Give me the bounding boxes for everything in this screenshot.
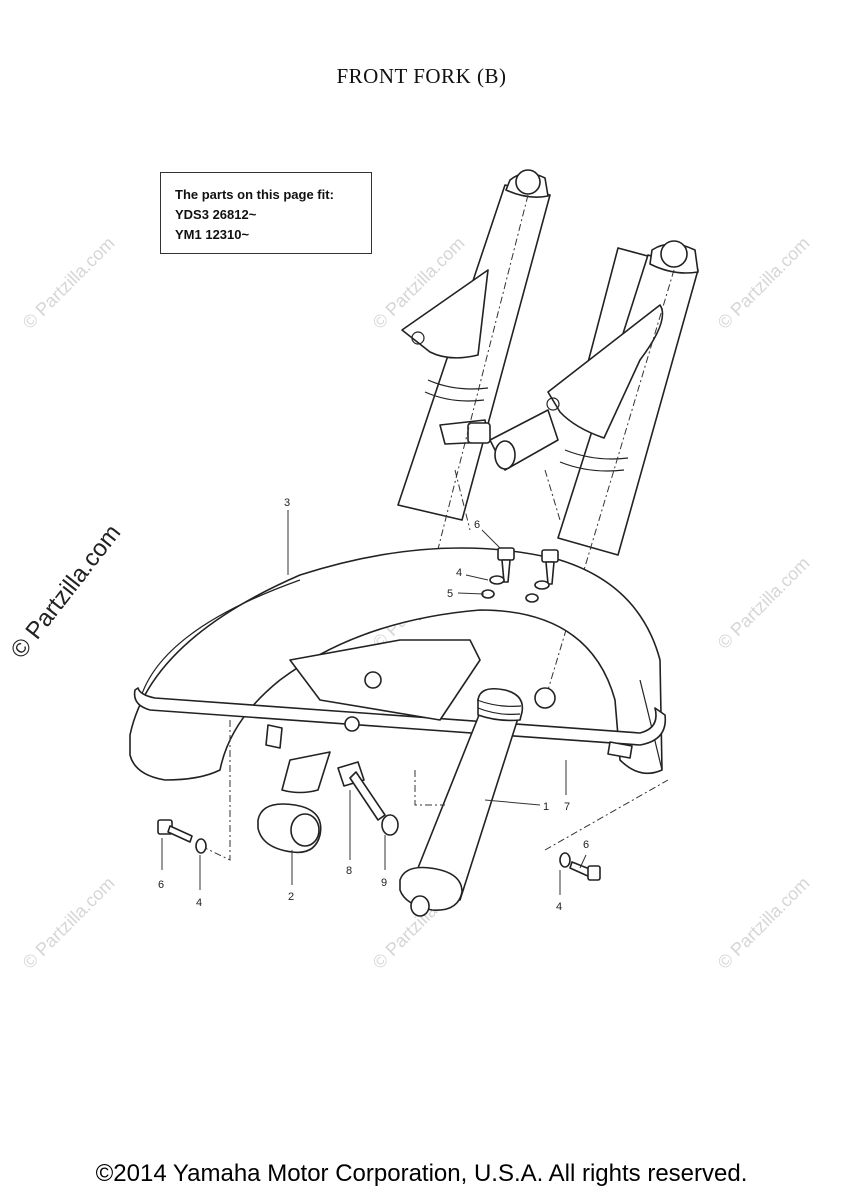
- callout-3: 3: [284, 497, 290, 509]
- callout-1: 1: [543, 801, 549, 813]
- watermark: © Partzilla.com: [19, 233, 119, 333]
- callout-4-right: 4: [556, 901, 562, 913]
- callout-4-top: 4: [456, 567, 462, 579]
- hardware: [157, 547, 601, 881]
- watermark: © Partzilla.com: [714, 553, 814, 653]
- fitment-model-1: YDS3 26812~: [175, 207, 257, 222]
- callout-7: 7: [564, 801, 570, 813]
- callout-9: 9: [381, 877, 387, 889]
- fender-brace: [133, 639, 667, 759]
- watermark: © Partzilla.com: [19, 873, 119, 973]
- callout-6-right: 6: [583, 839, 589, 851]
- front-fender: [129, 547, 663, 781]
- callout-5: 5: [447, 588, 453, 600]
- fitment-box: The parts on this page fit: YDS3 26812~ …: [160, 172, 372, 254]
- callout-labels: 3 6 4 5 1 7 2 8 9 6 4 6 4: [158, 497, 589, 913]
- watermark: © Partzilla.com: [714, 233, 814, 333]
- callout-6-top: 6: [474, 519, 480, 531]
- fitment-heading: The parts on this page fit:: [175, 187, 334, 202]
- fitment-model-2: YM1 12310~: [175, 227, 250, 242]
- copyright-notice: ©2014 Yamaha Motor Corporation, U.S.A. A…: [95, 1160, 748, 1187]
- callout-8: 8: [346, 865, 352, 877]
- watermark: © Partzilla.com: [714, 873, 814, 973]
- callout-2: 2: [288, 891, 294, 903]
- callout-4-left: 4: [196, 897, 202, 909]
- fork-bridge: [439, 409, 561, 531]
- callout-6-left: 6: [158, 879, 164, 891]
- fork-tube-left: [397, 169, 551, 521]
- fork-tube-right: [546, 240, 699, 556]
- watermark-main: © Partzilla.com: [5, 520, 126, 664]
- page-title: FRONT FORK (B): [336, 64, 507, 88]
- leader-lines: [161, 510, 669, 895]
- fork-leg-right: [399, 687, 556, 917]
- fork-leg-left: [257, 751, 331, 885]
